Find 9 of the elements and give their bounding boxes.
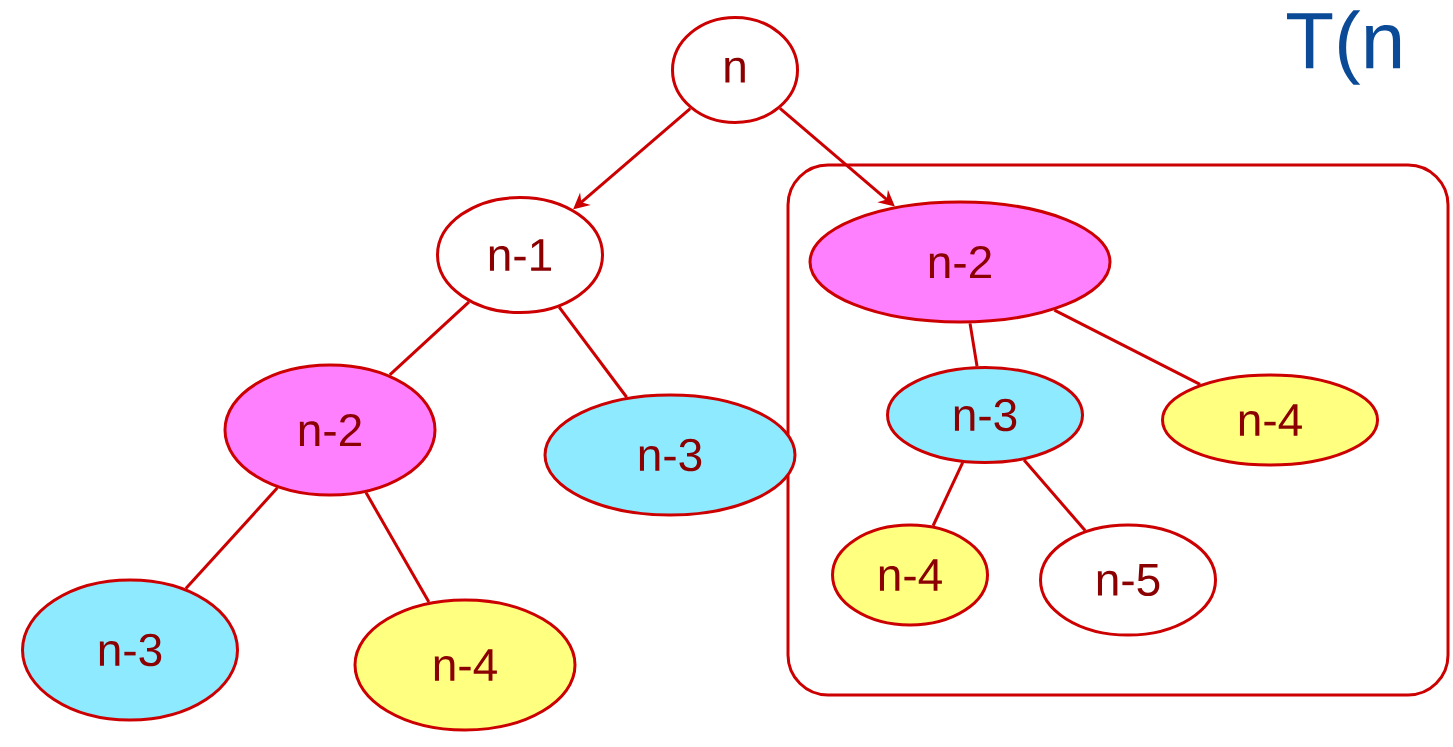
connector xyxy=(184,486,279,590)
connector xyxy=(968,323,979,367)
connector xyxy=(931,462,964,527)
connector xyxy=(557,306,628,399)
connector xyxy=(1053,308,1201,386)
connector xyxy=(364,491,431,603)
connector xyxy=(1022,459,1087,532)
heading-text: T(n xyxy=(1287,10,1401,85)
connector xyxy=(388,300,471,377)
